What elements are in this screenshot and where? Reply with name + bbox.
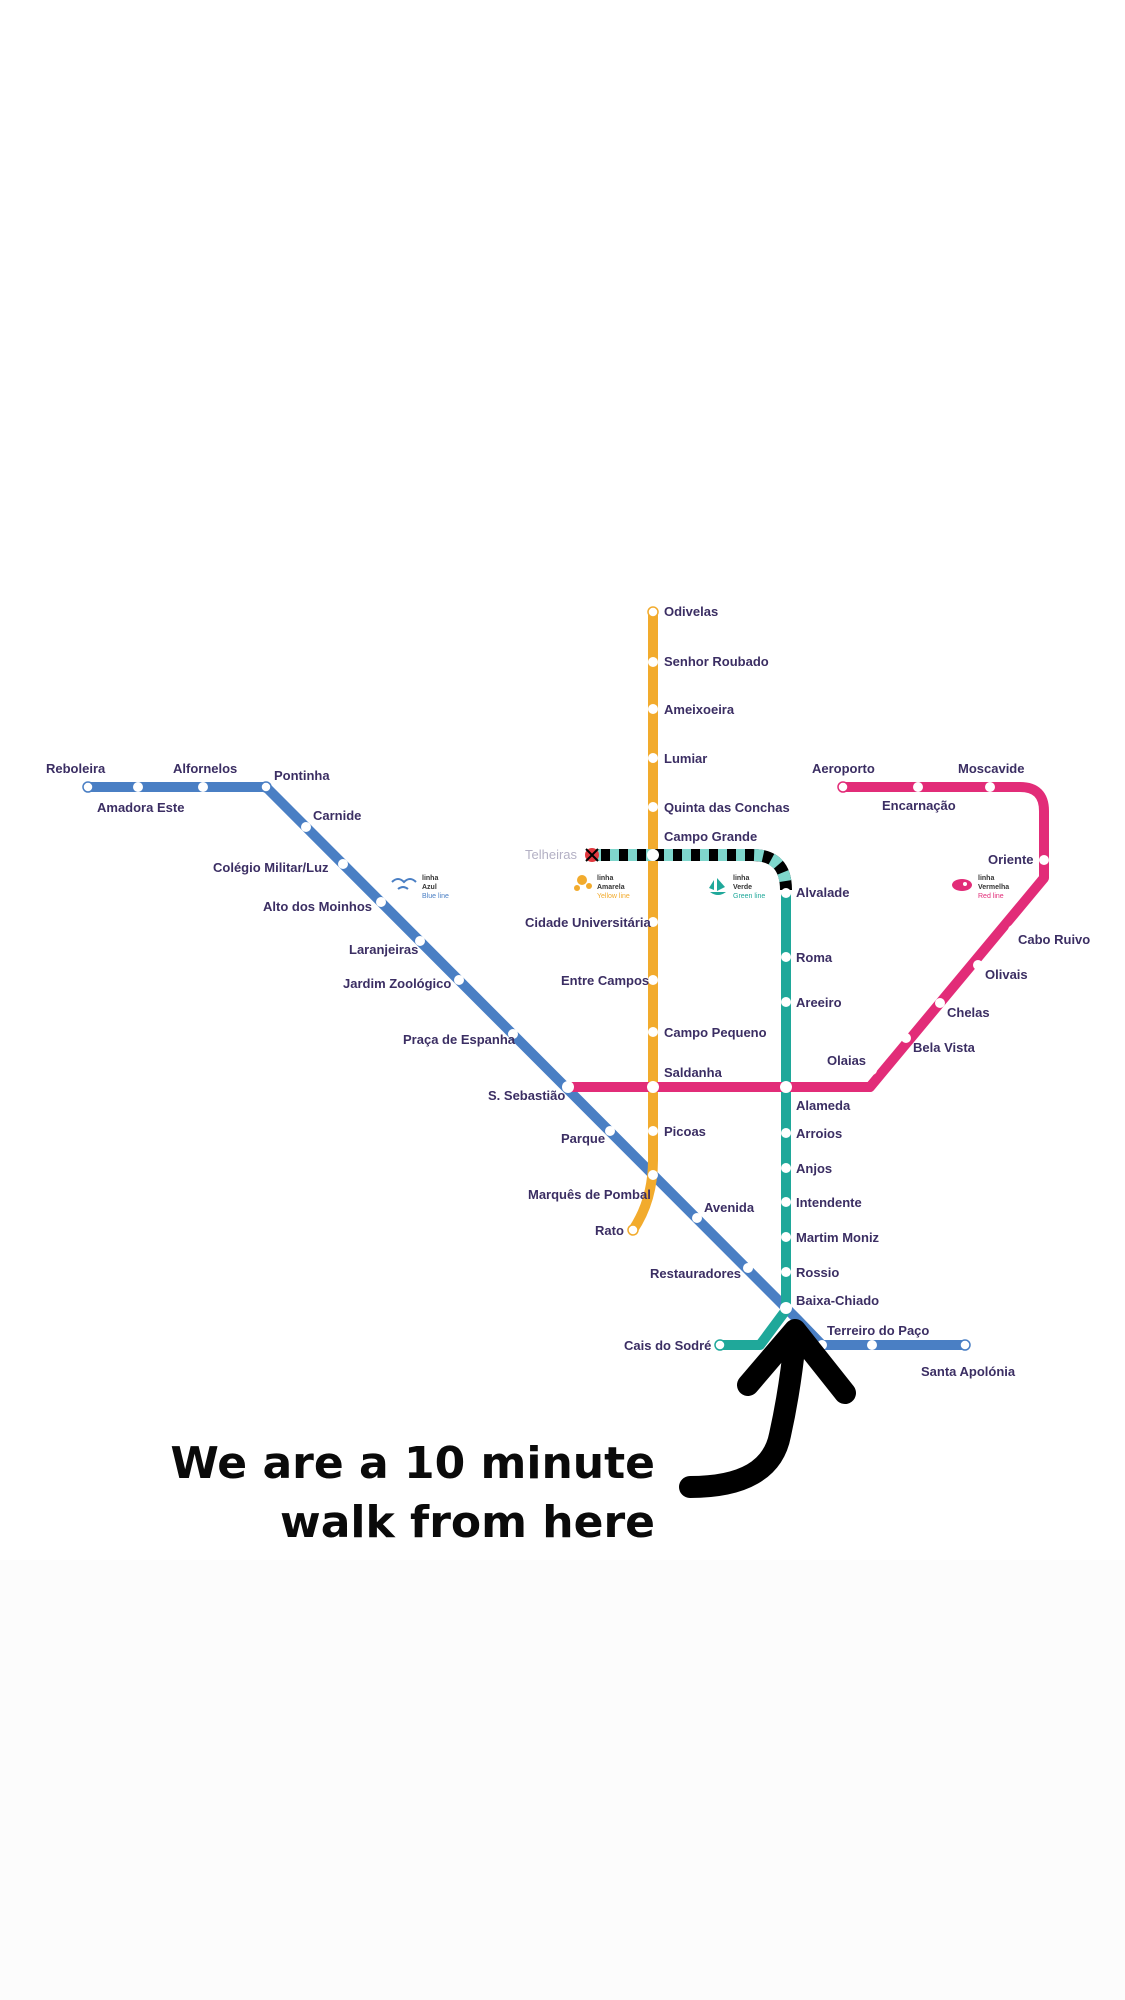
station-carnide: Carnide [313, 808, 361, 823]
station-senhor-roubado: Senhor Roubado [664, 654, 769, 669]
green-line [715, 890, 791, 1350]
legend-green-small: linha [733, 875, 749, 882]
station-saldanha: Saldanha [664, 1065, 723, 1080]
station-encarnacao: Encarnação [882, 798, 956, 813]
station-pontinha: Pontinha [274, 768, 330, 783]
station-praca-de-espanha: Praça de Espanha [403, 1032, 516, 1047]
station-avenida: Avenida [704, 1200, 755, 1215]
station-colegio-militar: Colégio Militar/Luz [213, 860, 329, 875]
station-chelas: Chelas [947, 1005, 990, 1020]
legend-red-en: Red line [978, 893, 1004, 900]
legend-red-name: Vermelha [978, 884, 1009, 891]
caravel-icon [709, 878, 726, 895]
legend-green-name: Verde [733, 884, 752, 891]
station-arroios: Arroios [796, 1126, 842, 1141]
station-jardim-zoologico: Jardim Zoológico [343, 976, 451, 991]
edge-mark [1119, 1565, 1125, 1573]
seagull-icon [391, 878, 417, 890]
curved-arrow-icon [679, 1319, 856, 1498]
station-areeiro: Areeiro [796, 995, 842, 1010]
station-campo-pequeno: Campo Pequeno [664, 1025, 767, 1040]
station-baixa-chiado: Baixa-Chiado [796, 1293, 879, 1308]
station-campo-grande: Campo Grande [664, 829, 757, 844]
station-terreiro-do-paco: Terreiro do Paço [827, 1323, 929, 1338]
station-picoas: Picoas [664, 1124, 706, 1139]
station-quinta-das-conchas: Quinta das Conchas [664, 800, 790, 815]
station-oriente: Oriente [988, 852, 1034, 867]
green-line-extension-stripes [592, 849, 792, 891]
legend-blue: linha Azul Blue line [391, 875, 449, 900]
station-roma: Roma [796, 950, 833, 965]
station-parque: Parque [561, 1131, 605, 1146]
station-santa-apolonia: Santa Apolónia [921, 1364, 1016, 1379]
station-cidade-universitaria: Cidade Universitária [525, 915, 651, 930]
station-olaias: Olaias [827, 1053, 866, 1068]
station-alvalade: Alvalade [796, 885, 849, 900]
legend-yellow-en: Yellow line [597, 893, 630, 900]
station-s-sebastiao: S. Sebastião [488, 1088, 565, 1103]
legend-green-en: Green line [733, 893, 765, 900]
station-rato: Rato [595, 1223, 624, 1238]
station-intendente: Intendente [796, 1195, 862, 1210]
annotation-line-1: We are a 10 minute [170, 1438, 655, 1489]
station-alfornelos: Alfornelos [173, 761, 237, 776]
station-odivelas: Odivelas [664, 604, 718, 619]
station-aeroporto: Aeroporto [812, 761, 875, 776]
legend-blue-small: linha [422, 875, 438, 882]
yellow-line [628, 607, 658, 1235]
station-ameixoeira: Ameixoeira [664, 702, 735, 717]
station-bela-vista: Bela Vista [913, 1040, 976, 1055]
station-moscavide: Moscavide [958, 761, 1024, 776]
telheiras-works-icon [585, 848, 599, 862]
station-marques-de-pombal: Marquês de Pombal [528, 1187, 651, 1202]
station-rossio: Rossio [796, 1265, 839, 1280]
station-olivais: Olivais [985, 967, 1028, 982]
station-dots [83, 607, 1049, 1350]
station-alto-dos-moinhos: Alto dos Moinhos [263, 899, 372, 914]
legend-yellow-name: Amarela [597, 884, 625, 891]
station-martim-moniz: Martim Moniz [796, 1230, 880, 1245]
legend-green: linha Verde Green line [709, 875, 765, 900]
station-cabo-ruivo: Cabo Ruivo [1018, 932, 1090, 947]
station-amadora-este: Amadora Este [97, 800, 184, 815]
legend-red-small: linha [978, 875, 994, 882]
annotation-line-2: walk from here [280, 1497, 655, 1548]
legend-yellow-small: linha [597, 875, 613, 882]
station-entre-campos: Entre Campos [561, 973, 649, 988]
legend-red: linha Vermelha Red line [952, 875, 1009, 900]
sunflower-icon [574, 875, 592, 891]
station-restauradores: Restauradores [650, 1266, 741, 1281]
station-alameda: Alameda [796, 1098, 851, 1113]
station-cais-do-sodre: Cais do Sodré [624, 1338, 711, 1353]
station-laranjeiras: Laranjeiras [349, 942, 418, 957]
station-lumiar: Lumiar [664, 751, 707, 766]
station-reboleira: Reboleira [46, 761, 106, 776]
legend-yellow: linha Amarela Yellow line [574, 875, 630, 900]
legend-blue-en: Blue line [422, 893, 449, 900]
legend-blue-name: Azul [422, 884, 437, 891]
compass-icon [952, 879, 972, 891]
station-anjos: Anjos [796, 1161, 832, 1176]
station-telheiras: Telheiras [525, 847, 578, 862]
